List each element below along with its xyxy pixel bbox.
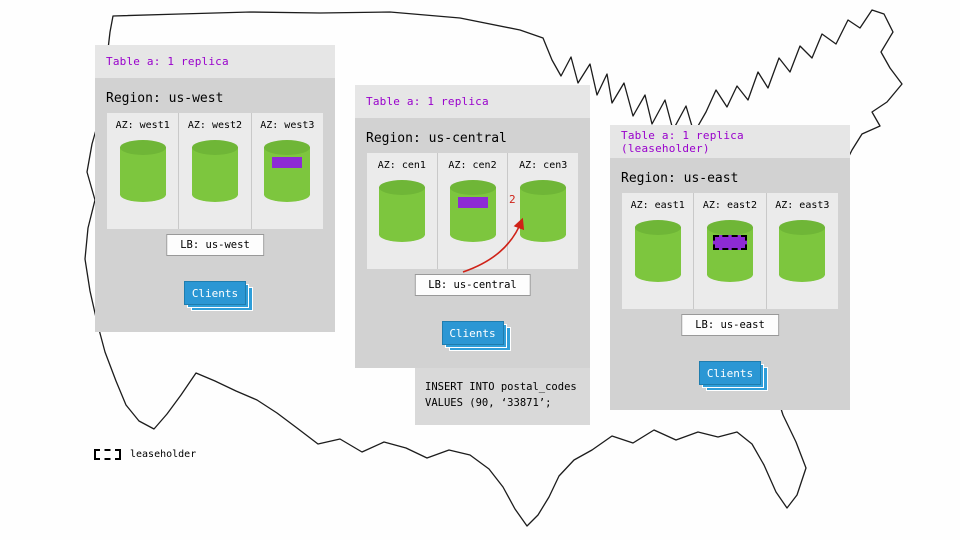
clients-button-stack: Clients <box>441 321 511 351</box>
legend-label: leaseholder <box>130 449 197 460</box>
cylinder-top <box>449 180 496 195</box>
cylinder-bottom <box>264 187 311 202</box>
clients-button-stack: Clients <box>699 361 768 391</box>
replica-marker <box>272 157 303 168</box>
az-label: AZ: east2 <box>702 200 758 211</box>
cylinder-bottom <box>779 267 826 282</box>
database-cylinder <box>706 220 753 282</box>
az-column-east1: AZ: east1 <box>622 193 695 309</box>
az-label: AZ: west3 <box>260 120 315 131</box>
cylinder-bottom <box>378 227 425 242</box>
cylinder-bottom <box>119 187 166 202</box>
database-cylinder <box>191 140 238 202</box>
region-title: Region: us-east <box>621 171 739 186</box>
cylinder-top <box>706 220 753 235</box>
az-column-east3: AZ: east3 <box>767 193 838 309</box>
az-column-west1: AZ: west1 <box>107 113 180 229</box>
cylinder-top <box>520 180 567 195</box>
az-label: AZ: west1 <box>115 120 170 131</box>
cylinder-bottom <box>449 227 496 242</box>
table-replica-header: Table a: 1 replica <box>95 45 335 78</box>
database-cylinder <box>449 180 496 242</box>
table-label: Table a: 1 replica (leaseholder) <box>621 128 744 155</box>
database-cylinder <box>520 180 567 242</box>
database-cylinder <box>264 140 311 202</box>
az-label: AZ: west2 <box>187 120 243 131</box>
region-title: Region: us-west <box>106 91 224 106</box>
clients-button: Clients <box>184 281 246 305</box>
az-label: AZ: east3 <box>775 200 830 211</box>
cylinder-bottom <box>191 187 238 202</box>
leaseholder-swatch-icon <box>94 449 121 460</box>
replica-marker <box>457 197 488 208</box>
clients-button: Clients <box>699 361 761 385</box>
arrow-step-label: 2 <box>509 193 516 206</box>
az-column-cen1: AZ: cen1 <box>367 153 438 269</box>
az-container: AZ: cen1 AZ: cen2 AZ: cen3 <box>367 153 578 269</box>
az-container: AZ: west1 AZ: west2 AZ: west3 <box>107 113 323 229</box>
sql-insert-note: INSERT INTO postal_codes VALUES (90, ‘33… <box>415 368 590 425</box>
sql-line-1: INSERT INTO postal_codes <box>425 381 577 393</box>
region-panel-us-west: Table a: 1 replica Region: us-west AZ: w… <box>95 45 335 332</box>
region-panel-us-east: Table a: 1 replica (leaseholder) Region:… <box>610 125 850 410</box>
table-replica-header: Table a: 1 replica (leaseholder) <box>610 125 850 158</box>
table-label: Table a: 1 replica <box>106 55 229 68</box>
region-panel-us-central: Table a: 1 replica Region: us-central AZ… <box>355 85 590 368</box>
legend-leaseholder: leaseholder <box>94 449 196 460</box>
database-cylinder <box>634 220 681 282</box>
database-cylinder <box>378 180 425 242</box>
load-balancer: LB: us-west <box>166 234 264 256</box>
cylinder-top <box>119 140 166 155</box>
az-column-cen2: AZ: cen2 <box>438 153 509 269</box>
az-label: AZ: cen1 <box>377 160 426 171</box>
clients-button-stack: Clients <box>184 281 253 311</box>
region-title: Region: us-central <box>366 131 507 146</box>
cylinder-bottom <box>706 267 753 282</box>
table-replica-header: Table a: 1 replica <box>355 85 590 118</box>
az-column-west2: AZ: west2 <box>179 113 252 229</box>
load-balancer: LB: us-east <box>681 314 779 336</box>
az-container: AZ: east1 AZ: east2 AZ: east3 <box>622 193 838 309</box>
cylinder-top <box>264 140 311 155</box>
database-cylinder <box>779 220 826 282</box>
cylinder-top <box>378 180 425 195</box>
database-cylinder <box>119 140 166 202</box>
az-column-west3: AZ: west3 <box>252 113 323 229</box>
cylinder-top <box>191 140 238 155</box>
cylinder-bottom <box>520 227 567 242</box>
az-label: AZ: east1 <box>630 200 685 211</box>
load-balancer: LB: us-central <box>414 274 531 296</box>
sql-line-2: VALUES (90, ‘33871’; <box>425 397 552 410</box>
cylinder-top <box>779 220 826 235</box>
az-label: AZ: cen2 <box>448 160 497 171</box>
table-label: Table a: 1 replica <box>366 95 489 108</box>
az-column-east2: AZ: east2 <box>694 193 767 309</box>
az-column-cen3: AZ: cen3 <box>508 153 578 269</box>
clients-button: Clients <box>441 321 504 345</box>
leaseholder-marker <box>712 235 747 250</box>
cylinder-top <box>634 220 681 235</box>
cylinder-bottom <box>634 267 681 282</box>
az-label: AZ: cen3 <box>519 160 568 171</box>
